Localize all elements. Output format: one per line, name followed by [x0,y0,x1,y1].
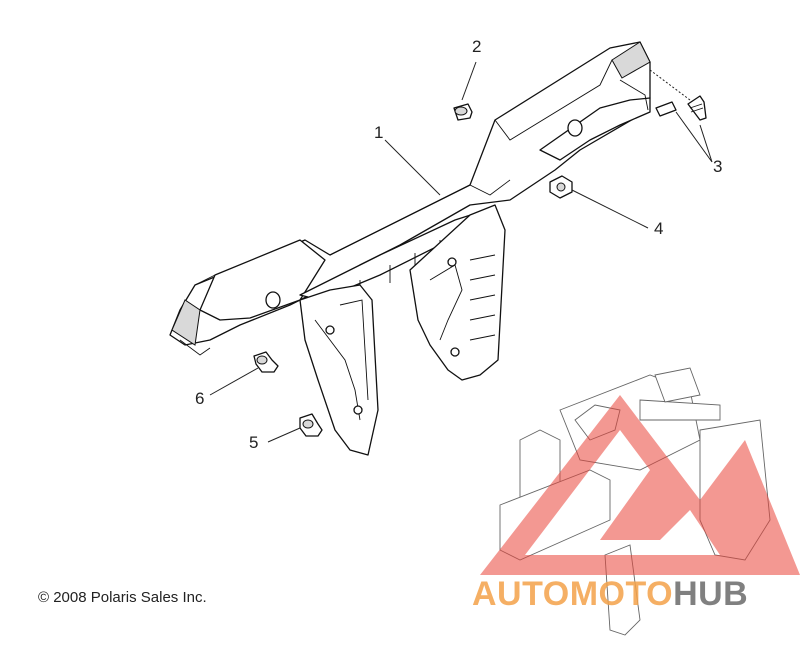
front-rack-assembly [169,41,651,456]
watermark-text: AUTOMOTOHUB [472,577,748,611]
nut-part-4-icon [549,175,573,199]
callout-1: 1 [374,123,384,142]
screws-part-3-icon [649,69,707,121]
watermark-text-primary: AUTOMOTO [472,575,674,613]
callout-4: 4 [654,219,664,238]
callout-6: 6 [195,389,205,408]
copyright-notice: © 2008 Polaris Sales Inc. [38,589,207,606]
callout-5: 5 [249,433,259,452]
bolt-part-5-icon [299,413,323,437]
watermark-logo-icon [480,395,800,575]
watermark-text-secondary: HUB [673,575,749,613]
callout-2: 2 [472,37,482,56]
callout-3: 3 [713,157,723,176]
leader-lines [209,61,713,443]
bolt-part-6-icon [253,351,279,373]
bolt-part-2-icon [453,103,473,121]
